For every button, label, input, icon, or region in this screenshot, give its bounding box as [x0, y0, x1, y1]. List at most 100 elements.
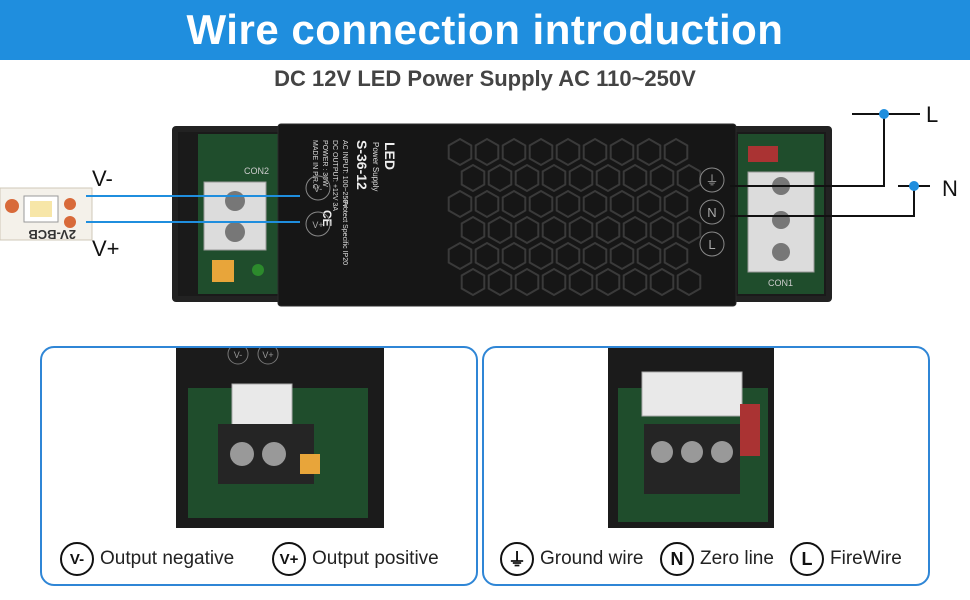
vent-hole	[514, 215, 540, 245]
brand-sub-text: Power Supply	[371, 142, 380, 191]
v-minus-text: Output negative	[100, 548, 235, 569]
vent-hole	[663, 189, 689, 219]
vent-hole	[636, 241, 662, 271]
cover-vplus-symbol: V+	[312, 220, 323, 230]
closeup-vminus: V-	[234, 350, 243, 360]
vent-pattern	[447, 137, 702, 297]
vent-hole	[474, 137, 500, 167]
vent-hole	[663, 241, 689, 271]
vent-hole	[595, 267, 621, 297]
closeup-vplus: V+	[262, 350, 273, 360]
legend-ground: ⏚ Ground wire	[500, 542, 644, 576]
vent-hole	[568, 163, 594, 193]
vent-hole	[609, 137, 635, 167]
output-wires	[86, 195, 300, 223]
con2-label: CON2	[244, 166, 269, 176]
vent-hole	[555, 241, 581, 271]
input-terminal-panel: ⏚ Ground wire N Zero line L FireWire	[482, 346, 930, 586]
vent-hole	[649, 163, 675, 193]
ground-text: Ground wire	[540, 548, 644, 569]
model-text: S-36-12	[354, 140, 370, 190]
input-terminal-closeup	[608, 348, 774, 528]
power-supply-diagram: 2V-BCB CON1 CON2 LED Power Supply S-36-1…	[0, 109, 930, 307]
legend-line: L FireWire	[790, 542, 902, 576]
vent-hole	[568, 215, 594, 245]
vent-hole	[487, 163, 513, 193]
vent-hole	[582, 137, 608, 167]
v-minus-symbol: V-	[60, 542, 94, 576]
legend-neutral: N Zero line	[660, 542, 774, 576]
ground-icon: ⏚	[500, 542, 534, 576]
case-label: LED Power Supply S-36-12 AC INPUT: 100~2…	[311, 140, 398, 265]
brand-text: LED	[382, 142, 398, 170]
legend-v-plus: V+ Output positive	[272, 542, 439, 576]
vent-hole	[582, 189, 608, 219]
vent-hole	[663, 137, 689, 167]
vent-hole	[514, 267, 540, 297]
page-title: Wire connection introduction	[186, 6, 784, 53]
vent-hole	[676, 215, 702, 245]
vent-hole	[528, 137, 554, 167]
vent-hole	[501, 137, 527, 167]
v-plus-text: Output positive	[312, 548, 439, 569]
vent-hole	[514, 163, 540, 193]
line-text: FireWire	[830, 548, 902, 569]
con1-label: CON1	[768, 278, 793, 288]
line-symbol: L	[790, 542, 824, 576]
wire-label-v-plus: V+	[92, 236, 120, 261]
psu-case: CON1 CON2	[172, 123, 832, 307]
vent-hole	[649, 267, 675, 297]
title-banner: Wire connection introduction	[0, 0, 970, 60]
spec-line-1: AC INPUT: 100~250V	[341, 140, 348, 208]
cover-line-symbol: L	[708, 237, 715, 252]
cover-ground-symbol: ⏚	[705, 173, 718, 188]
spec-line-4: MADE IN P.R.C	[311, 140, 318, 189]
ce-mark: CE	[320, 210, 334, 227]
vent-hole	[622, 267, 648, 297]
vent-hole	[595, 163, 621, 193]
wire-label-n: N	[942, 176, 958, 201]
vent-hole	[636, 189, 662, 219]
vent-hole	[568, 267, 594, 297]
vent-hole	[460, 215, 486, 245]
cover-output-symbols: V- V+	[305, 175, 331, 237]
vent-hole	[501, 241, 527, 271]
vent-hole	[649, 215, 675, 245]
vent-hole	[460, 267, 486, 297]
vent-hole	[474, 241, 500, 271]
vent-hole	[622, 215, 648, 245]
neutral-text: Zero line	[700, 548, 774, 569]
wire-label-v-minus: V-	[92, 166, 113, 191]
product-subtitle: DC 12V LED Power Supply AC 110~250V	[274, 66, 696, 91]
vent-hole	[447, 189, 473, 219]
vent-hole	[555, 189, 581, 219]
vent-hole	[541, 267, 567, 297]
cover-vminus-symbol: V-	[314, 184, 323, 194]
spec-line-3: POWER : 36W	[321, 140, 328, 187]
vent-hole	[541, 163, 567, 193]
output-terminal-panel: V- V+ V- Output negative V+ Output posit…	[40, 346, 478, 586]
output-terminal-closeup: V- V+	[176, 348, 384, 528]
vent-hole	[447, 241, 473, 271]
strip-label: 2V-BCB	[28, 227, 76, 242]
vent-hole	[474, 189, 500, 219]
vent-hole	[582, 241, 608, 271]
protect-text: Protect Specific IP20	[341, 200, 348, 265]
wire-label-l: L	[926, 102, 939, 127]
led-strip: 2V-BCB	[0, 187, 93, 242]
input-wires	[730, 109, 930, 217]
vent-hole	[622, 163, 648, 193]
vent-hole	[487, 267, 513, 297]
vent-hole	[555, 137, 581, 167]
cover-neutral-symbol: N	[707, 205, 716, 220]
vent-hole	[528, 241, 554, 271]
neutral-symbol: N	[660, 542, 694, 576]
vent-hole	[676, 163, 702, 193]
vent-hole	[487, 215, 513, 245]
vent-hole	[609, 189, 635, 219]
vent-hole	[460, 163, 486, 193]
v-plus-symbol: V+	[272, 542, 306, 576]
vent-hole	[609, 241, 635, 271]
cover-terminal-symbols: ⏚ N L	[699, 167, 725, 257]
vent-hole	[501, 189, 527, 219]
